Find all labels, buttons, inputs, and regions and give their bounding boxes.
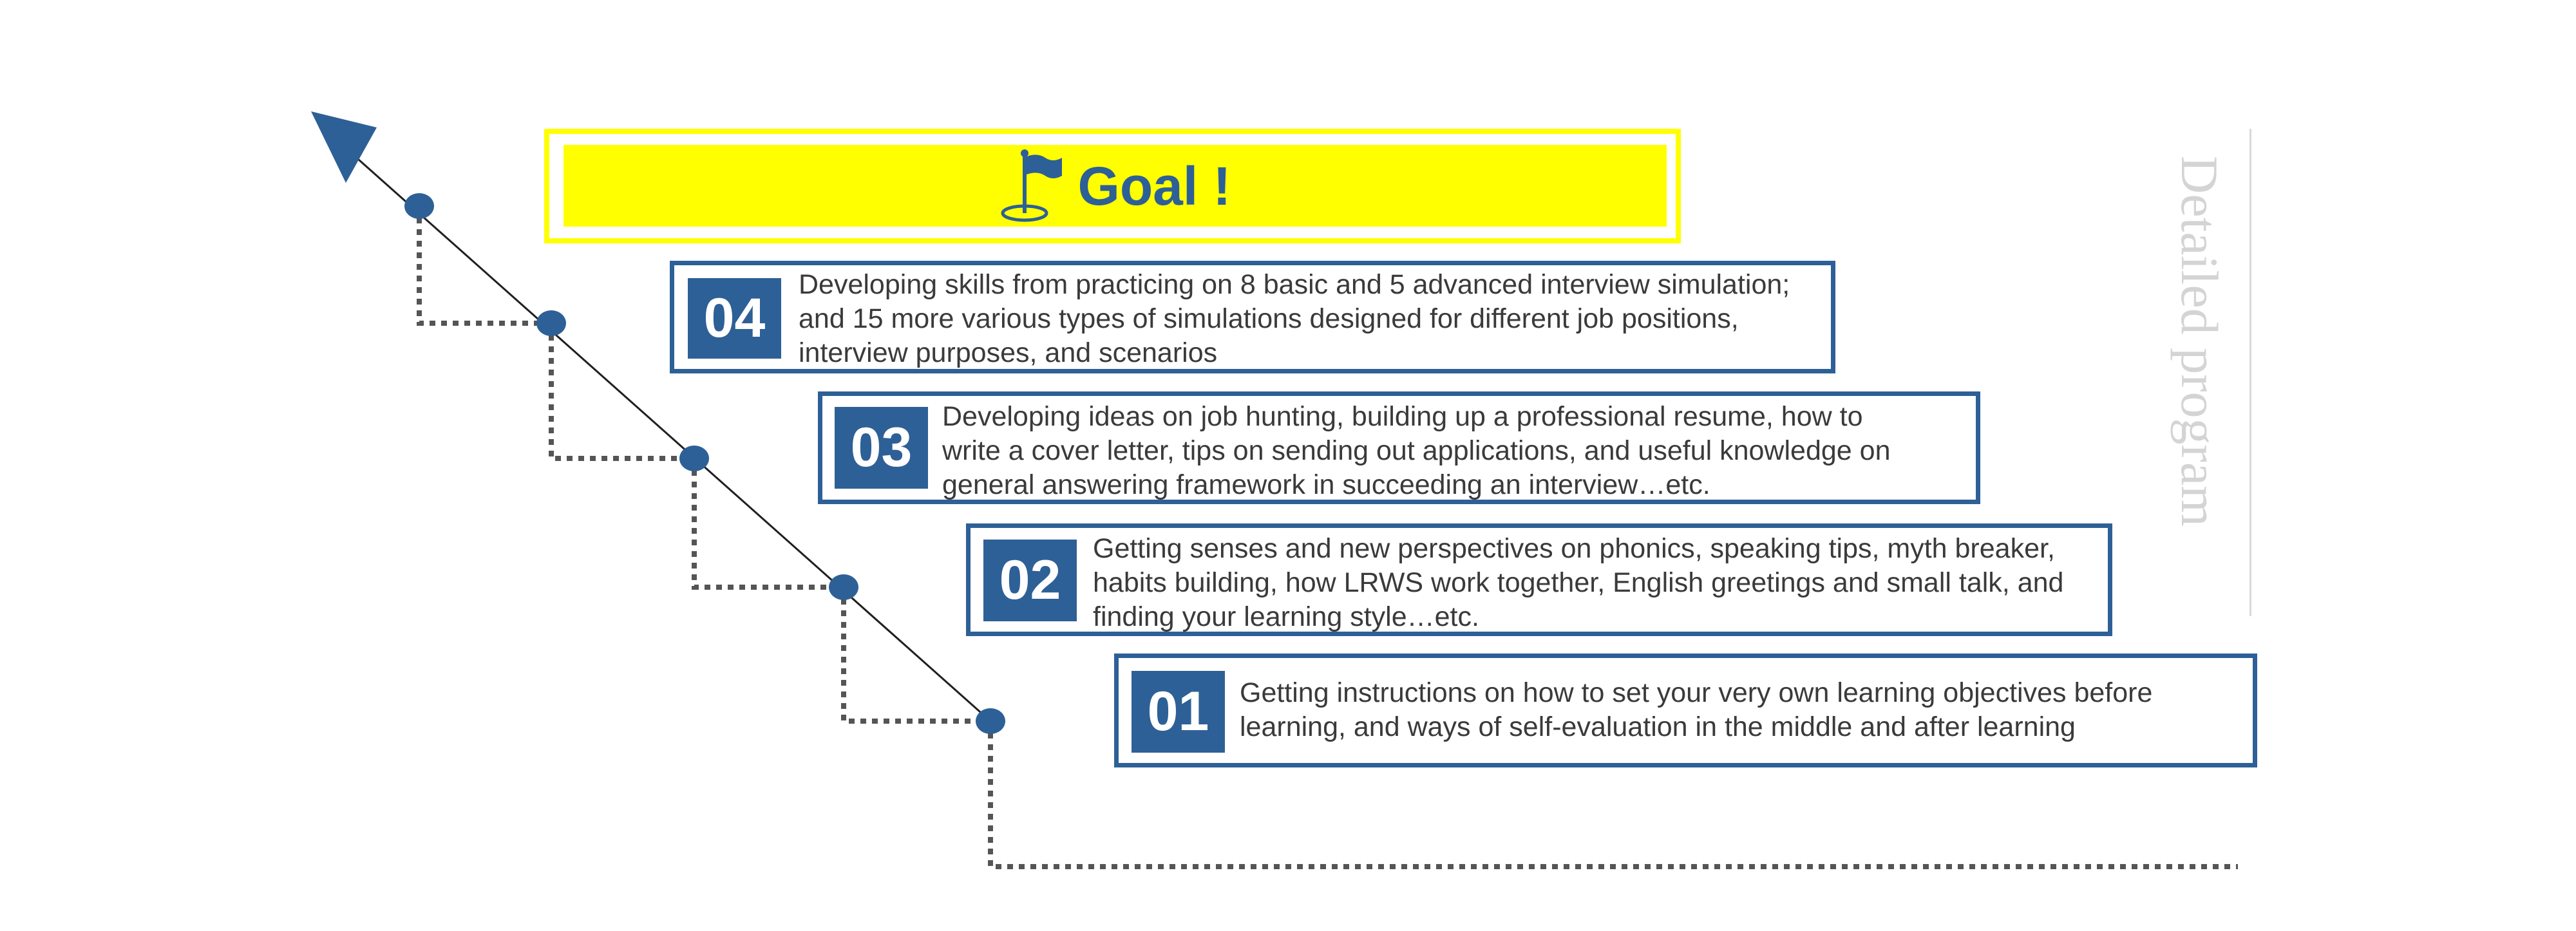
step-box-03 <box>818 391 1980 504</box>
side-label-text: Detailed program <box>2170 155 2230 527</box>
milestone-dot-02 <box>829 574 858 600</box>
stair-connector-04 <box>417 206 551 326</box>
goal-title: Goal ! <box>1077 155 1231 216</box>
step-number-badge-02: 02 <box>983 540 1077 621</box>
goal-banner: Goal ! <box>564 145 1667 227</box>
step-description-03: Developing ideas on job hunting, buildin… <box>942 401 1891 500</box>
step-description-04: Developing skills from practicing on 8 b… <box>799 269 1790 368</box>
milestone-dot-goal <box>404 193 434 219</box>
arrow-head-icon <box>311 111 377 183</box>
stair-connector-02 <box>692 458 844 590</box>
step-number-badge-01: 01 <box>1132 671 1225 753</box>
step-box-01 <box>1114 654 2257 767</box>
step-description-02: Getting senses and new perspectives on p… <box>1093 533 2064 632</box>
milestone-dot-04 <box>536 310 566 336</box>
step-description-01: Getting instructions on how to set your … <box>1240 677 2153 742</box>
step-box-04 <box>670 261 1835 373</box>
flag-icon <box>1001 149 1063 221</box>
step-number-badge-03: 03 <box>835 407 928 489</box>
milestone-dot-01 <box>976 708 1005 734</box>
progress-diagonal-line <box>352 153 991 722</box>
stair-connector-01 <box>841 587 990 724</box>
step-box-02 <box>966 523 2112 636</box>
baseline-dotted-connector <box>988 721 2238 869</box>
step-number-badge-04: 04 <box>688 278 781 359</box>
side-divider-line <box>2249 129 2251 616</box>
side-label: Detailed program <box>2161 129 2238 554</box>
milestone-dot-03 <box>679 446 709 471</box>
